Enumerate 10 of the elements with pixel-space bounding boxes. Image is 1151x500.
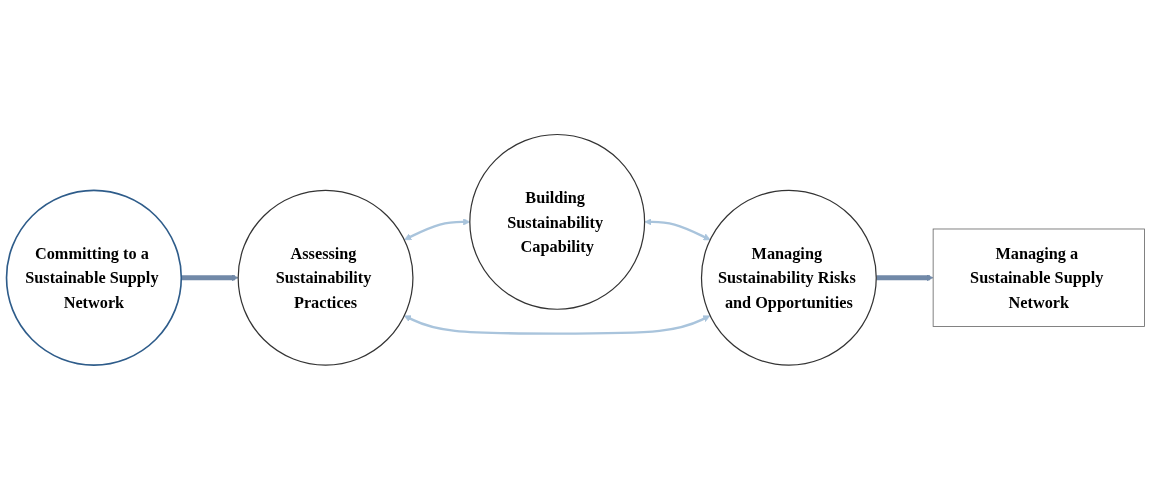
node-circle: Assessing Sustainability Practices — [237, 189, 414, 366]
arrow — [876, 274, 934, 282]
arrow — [644, 218, 711, 241]
arrow — [403, 315, 711, 336]
arrow — [404, 218, 471, 241]
node-circle: Managing Sustainability Risks and Opportunities — [700, 189, 877, 366]
node-circle: Committing to a Sustainable Supply Network — [5, 189, 183, 367]
node-box: Managing a Sustainable Supply Network — [932, 228, 1145, 328]
node-circle: Building Sustainability Capability — [469, 134, 646, 311]
arrow — [181, 274, 239, 282]
